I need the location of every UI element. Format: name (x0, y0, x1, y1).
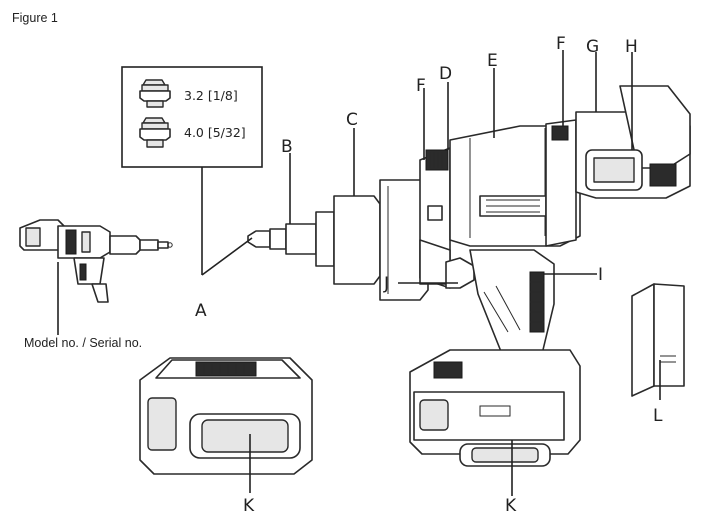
callout-A: A (195, 301, 207, 321)
callout-H: H (625, 37, 638, 57)
nosepiece-inset: 3.2 [1/8] 4.0 [5/32] (121, 66, 263, 275)
callout-B: B (281, 137, 293, 157)
callout-J: J (383, 274, 389, 294)
nosepiece-icon (139, 117, 171, 148)
callout-G: G (586, 37, 599, 57)
callout-leaders (201, 50, 661, 496)
nosepiece-size-2: 4.0 [5/32] (184, 125, 246, 140)
callout-K-left: K (243, 496, 255, 516)
figure-title: Figure 1 (12, 11, 58, 25)
instruction-manual-illustration (631, 283, 685, 397)
callout-F-rear: F (556, 34, 566, 54)
callout-E: E (487, 51, 498, 71)
callout-I: I (598, 265, 603, 285)
inset-frame (121, 66, 263, 168)
callout-L: L (653, 406, 663, 426)
callout-D: D (439, 64, 452, 84)
callout-K-right: K (505, 496, 517, 516)
spare-battery-illustration (139, 357, 313, 475)
callout-F-front: F (416, 76, 426, 96)
model-serial-label: Model no. / Serial no. (24, 336, 142, 350)
rivet-tool-illustration (247, 85, 691, 467)
nosepiece-icon (139, 79, 171, 108)
callout-C: C (346, 110, 358, 130)
nosepiece-size-1: 3.2 [1/8] (184, 88, 238, 103)
small-tool-illustration (19, 219, 173, 335)
